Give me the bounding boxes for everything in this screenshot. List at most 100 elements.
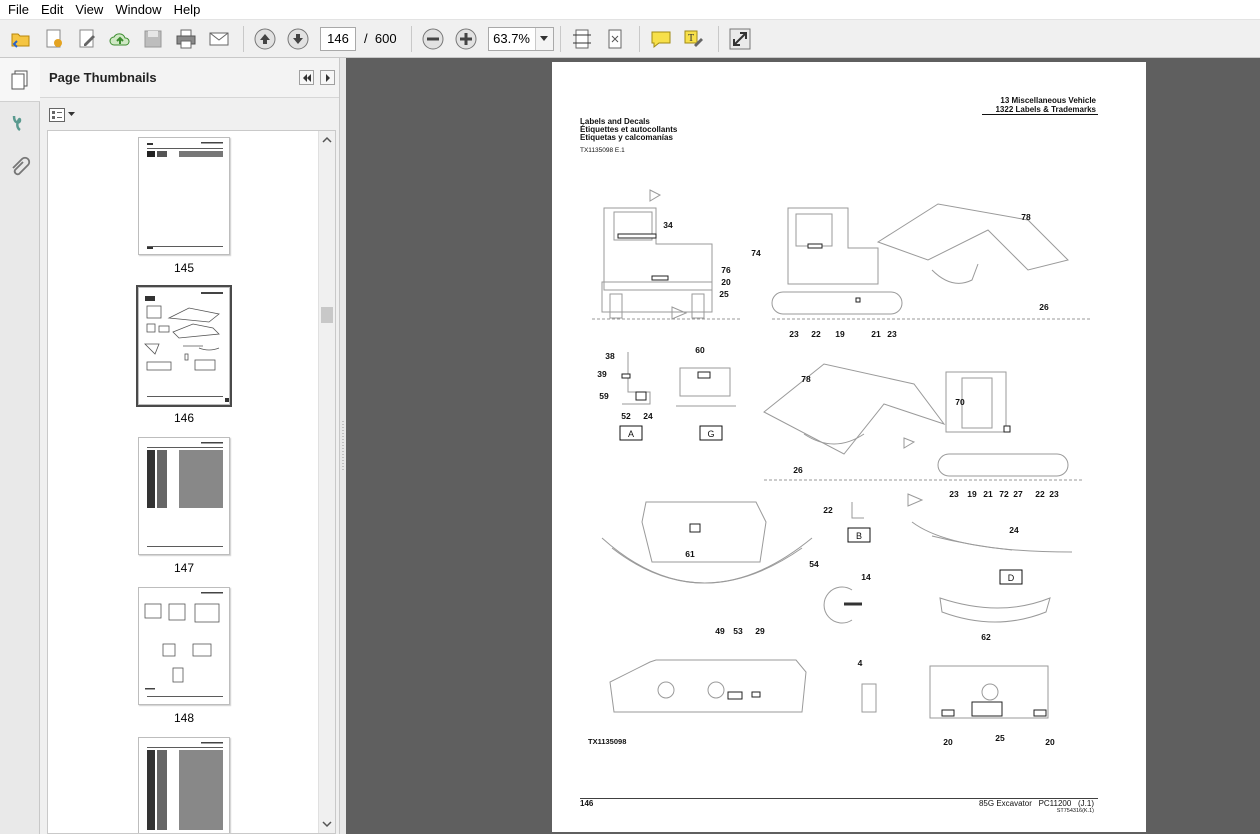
page-thumbnails-tab[interactable] xyxy=(0,58,40,102)
footer-revision: (J.1) xyxy=(1078,799,1094,808)
scroll-up-icon[interactable] xyxy=(319,133,335,147)
signatures-tab[interactable] xyxy=(0,102,40,146)
print-button[interactable] xyxy=(171,24,201,54)
zoom-select[interactable] xyxy=(487,26,554,51)
create-pdf-icon xyxy=(46,29,62,47)
envelope-icon xyxy=(209,32,229,45)
figure-id: TX1135098 xyxy=(588,737,627,746)
thumbnail-label: 145 xyxy=(173,261,195,275)
view-label: G xyxy=(707,429,714,439)
footer-code: PC11200 xyxy=(1038,799,1072,808)
callout: 78 xyxy=(1021,212,1031,222)
toolbar-separator xyxy=(717,25,719,52)
panel-splitter[interactable] xyxy=(340,58,346,834)
open-folder-icon xyxy=(11,33,30,48)
toolbar: / 600 T xyxy=(0,20,1260,58)
zoom-in-button[interactable] xyxy=(451,24,481,54)
callout: 39 xyxy=(597,369,607,379)
document-view[interactable]: 13 Miscellaneous Vehicle 1322 Labels & T… xyxy=(346,58,1260,834)
menu-window[interactable]: Window xyxy=(115,1,162,17)
thumbnails-panel: Page Thumbnails 145 xyxy=(40,58,340,834)
thumbnail-preview xyxy=(147,142,223,249)
callout: 23 xyxy=(789,329,799,339)
scrolling-mode-button[interactable] xyxy=(567,24,597,54)
callout: 19 xyxy=(835,329,845,339)
save-button[interactable] xyxy=(138,24,168,54)
callout: 22 xyxy=(1035,489,1045,499)
previous-page-button[interactable] xyxy=(250,24,280,54)
scrollbar-thumb[interactable] xyxy=(321,307,333,323)
view-label: A xyxy=(628,429,634,439)
callout: 59 xyxy=(599,391,609,401)
callout: 24 xyxy=(643,411,653,421)
page-total: / 600 xyxy=(364,31,397,46)
menu-view[interactable]: View xyxy=(75,1,104,17)
callout: 29 xyxy=(755,626,765,636)
thumbnail-scrollbar[interactable] xyxy=(318,131,335,833)
footer-small: ST754316(K.1) xyxy=(1056,808,1094,814)
callout: 22 xyxy=(823,505,833,515)
plus-circle-icon xyxy=(455,28,477,49)
callout: 21 xyxy=(983,489,993,499)
callout: 19 xyxy=(967,489,977,499)
page-number-input[interactable] xyxy=(320,26,356,51)
callout: 23 xyxy=(1049,489,1059,499)
edit-document-icon xyxy=(79,29,95,47)
attachments-tab[interactable] xyxy=(0,146,40,190)
callout: 38 xyxy=(605,351,615,361)
zoom-dropdown-button[interactable] xyxy=(534,27,553,50)
arrow-up-circle-icon xyxy=(254,28,276,49)
footer-model: 85G Excavator PC11200 (J.1) xyxy=(979,799,1094,808)
callout: 53 xyxy=(733,626,743,636)
thumbnail-page-146[interactable] xyxy=(136,285,232,407)
full-screen-button[interactable] xyxy=(725,24,755,54)
excavator-label-diagram: A G B D 34 76 20 25 78 74 26 23 22 19 21… xyxy=(580,189,1098,799)
thumbnail-preview xyxy=(147,742,223,830)
panel-header: Page Thumbnails xyxy=(40,58,339,98)
cloud-upload-icon xyxy=(109,32,130,45)
callout: 62 xyxy=(981,632,991,642)
thumbnail-options-button[interactable] xyxy=(49,106,76,124)
fit-page-button[interactable] xyxy=(600,24,630,54)
create-pdf-button[interactable] xyxy=(39,24,69,54)
page-number: 146 xyxy=(580,799,594,808)
thumbnail-label: 147 xyxy=(173,561,195,575)
callout: 60 xyxy=(695,345,705,355)
zoom-out-button[interactable] xyxy=(418,24,448,54)
expand-arrows-icon xyxy=(729,28,751,49)
upload-button[interactable] xyxy=(105,24,135,54)
highlight-text-button[interactable]: T xyxy=(679,24,709,54)
open-button[interactable] xyxy=(6,24,36,54)
scroll-down-icon[interactable] xyxy=(319,817,335,831)
pages-icon xyxy=(11,70,28,89)
expand-panel-button[interactable] xyxy=(320,70,335,85)
page-count: 600 xyxy=(374,31,397,46)
callout: 72 xyxy=(999,489,1009,499)
collapse-panel-button[interactable] xyxy=(299,70,314,85)
edit-pdf-button[interactable] xyxy=(72,24,102,54)
next-page-button[interactable] xyxy=(283,24,313,54)
menu-help[interactable]: Help xyxy=(173,1,201,17)
svg-text:T: T xyxy=(688,33,694,44)
thumbnail-page-145[interactable] xyxy=(138,137,230,255)
thumbnail-page-147[interactable] xyxy=(138,437,230,555)
zoom-input[interactable] xyxy=(488,27,535,50)
scroll-pages-icon xyxy=(572,29,591,48)
save-disk-icon xyxy=(144,30,162,47)
menu-file[interactable]: File xyxy=(8,1,29,17)
email-button[interactable] xyxy=(204,24,234,54)
menu-edit[interactable]: Edit xyxy=(40,1,64,17)
callout: 76 xyxy=(721,265,731,275)
view-label: D xyxy=(1008,573,1015,583)
thumbnail-list[interactable]: 145 146 xyxy=(47,130,336,834)
options-list-icon xyxy=(49,108,65,122)
menu-bar: File Edit View Window Help xyxy=(0,0,1260,20)
thumbnail-page-next[interactable] xyxy=(138,737,230,833)
section-title: Labels and Decals Étiquettes et autocoll… xyxy=(580,118,677,142)
header-section: 1322 Labels & Trademarks xyxy=(995,105,1096,114)
thumbnail-page-148[interactable] xyxy=(138,587,230,705)
callout: 70 xyxy=(955,397,965,407)
printer-icon xyxy=(176,29,196,48)
comment-button[interactable] xyxy=(646,24,676,54)
callout: 26 xyxy=(1039,302,1049,312)
